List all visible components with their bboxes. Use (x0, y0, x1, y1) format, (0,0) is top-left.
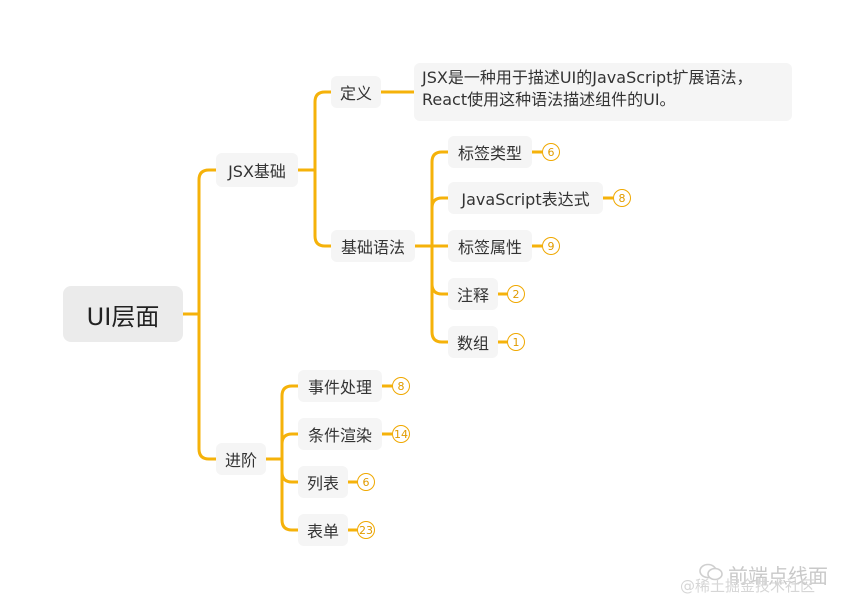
count-badge-forms: 23 (357, 521, 375, 539)
definition-note-line1: JSX是一种用于描述UI的JavaScript扩展语法， (422, 68, 753, 87)
root-label: UI层面 (86, 302, 160, 331)
node-forms[interactable]: 表单 (298, 514, 348, 546)
count-badge-comments: 2 (507, 285, 525, 303)
node-js-expressions-label: JavaScript表达式 (461, 190, 590, 209)
node-tag-attributes[interactable]: 标签属性 (448, 230, 532, 262)
edges-jsx (296, 90, 333, 248)
node-comments[interactable]: 注释 (448, 278, 498, 310)
count-badge-tag-attributes: 9 (542, 237, 560, 255)
node-advanced-label: 进阶 (224, 451, 257, 470)
node-definition-label: 定义 (339, 84, 372, 103)
count-badge-lists: 6 (357, 473, 375, 491)
edges-syntax (413, 150, 450, 344)
watermark-title: 前端点线面 (728, 564, 828, 588)
node-comments-label: 注释 (456, 286, 489, 305)
node-tag-types[interactable]: 标签类型 (448, 136, 532, 168)
node-event-handling[interactable]: 事件处理 (298, 370, 382, 402)
node-forms-label: 表单 (306, 522, 339, 541)
node-basic-syntax-label: 基础语法 (340, 238, 405, 257)
definition-note-line2: React使用这种语法描述组件的UI。 (422, 90, 676, 109)
node-advanced[interactable]: 进阶 (216, 443, 266, 475)
node-tag-attributes-label: 标签属性 (457, 238, 522, 257)
watermark-subtitle: @稀土掘金技术社区 (680, 577, 816, 595)
count-badge-event-handling: 8 (392, 377, 410, 395)
edges-root (181, 168, 218, 461)
wechat-icon (699, 563, 723, 581)
node-arrays[interactable]: 数组 (448, 326, 498, 358)
node-definition[interactable]: 定义 (331, 76, 381, 108)
node-tag-types-label: 标签类型 (457, 144, 522, 163)
node-basic-syntax[interactable]: 基础语法 (331, 230, 415, 262)
count-badge-js-expressions: 8 (613, 189, 631, 207)
node-jsx-basics-label: JSX基础 (228, 162, 286, 181)
node-conditional-rendering-label: 条件渲染 (307, 426, 372, 445)
root-node[interactable]: UI层面 (63, 286, 183, 342)
node-arrays-label: 数组 (456, 334, 489, 353)
count-badge-tag-types: 6 (542, 143, 560, 161)
definition-note: JSX是一种用于描述UI的JavaScript扩展语法， React使用这种语法… (414, 63, 792, 121)
node-js-expressions[interactable]: JavaScript表达式 (448, 182, 603, 214)
node-lists[interactable]: 列表 (298, 466, 348, 498)
node-lists-label: 列表 (306, 474, 339, 493)
count-badge-conditional-rendering: 14 (392, 425, 410, 443)
node-jsx-basics[interactable]: JSX基础 (216, 153, 298, 187)
node-conditional-rendering[interactable]: 条件渲染 (298, 418, 382, 450)
count-badge-arrays: 1 (507, 333, 525, 351)
edges-advanced (264, 384, 300, 532)
node-event-handling-label: 事件处理 (307, 378, 372, 397)
